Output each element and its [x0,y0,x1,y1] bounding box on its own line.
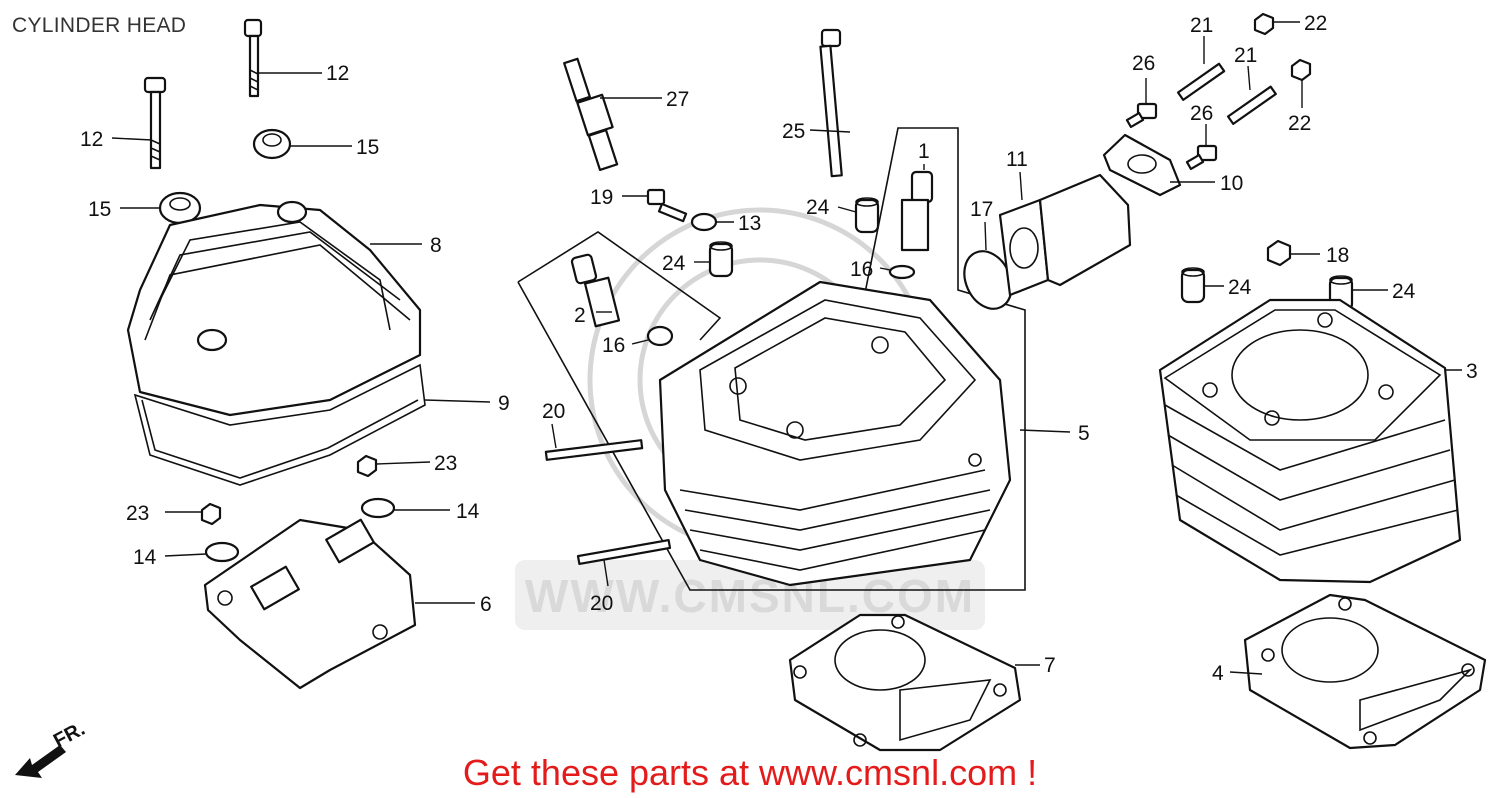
insulator-gasket [1102,133,1182,197]
callout-20: 20 [590,592,613,615]
callout-12: 12 [80,128,103,151]
bolt-19 [646,188,688,223]
callout-14: 14 [456,500,480,523]
cylinder-head-gasket [788,613,1022,752]
callout-12: 12 [326,62,349,85]
stud-20-lower [576,538,672,566]
callout-20: 20 [542,400,565,423]
carburetor-insulator [998,173,1132,297]
washer-14-right [360,497,396,519]
callout-7: 7 [1044,654,1056,677]
nut-23-left [200,502,222,526]
valve-guide-2 [570,253,621,328]
callout-8: 8 [430,234,442,257]
callout-25: 25 [782,120,805,143]
bolt-12-lower [143,76,167,170]
callout-labels: 12 12 15 15 8 9 23 23 14 14 6 27 19 13 2… [80,12,1478,685]
dowel-24-c [1180,267,1206,304]
callout-6: 6 [480,593,492,616]
callout-2: 2 [574,304,586,327]
callout-1: 1 [918,140,930,163]
callout-27: 27 [666,88,689,111]
callout-24: 24 [1392,280,1416,303]
valve-guide-bracket-left [517,231,722,341]
callout-15: 15 [88,198,111,221]
callout-24: 24 [1228,276,1252,299]
callout-4: 4 [1212,662,1224,685]
watermark: WWW.CMSNL.COM [515,207,985,630]
stud-20-upper [544,439,644,461]
callout-16: 16 [602,334,625,357]
callout-26: 26 [1132,52,1155,75]
o-ring-16-left [646,325,674,347]
callout-22: 22 [1288,112,1311,135]
callout-5: 5 [1078,422,1090,445]
cylinder [1158,298,1462,584]
callout-14: 14 [133,546,157,569]
stud-21-lower [1226,85,1277,125]
callout-11: 11 [1006,148,1028,171]
callout-26: 26 [1190,102,1213,125]
nut-22-upper [1253,12,1275,36]
washer-14-left [204,541,240,563]
callout-24: 24 [662,252,686,275]
callout-16: 16 [850,258,873,281]
nut-22-lower [1290,58,1312,82]
washer-13 [690,212,718,232]
callout-19: 19 [590,186,613,209]
grommet-15-upper [252,128,292,160]
callout-24: 24 [806,196,830,219]
callout-22: 22 [1304,12,1327,35]
promo-banner[interactable]: Get these parts at www.cmsnl.com ! [462,752,1038,793]
callout-17: 17 [970,198,993,221]
nut-23-right [356,454,378,478]
callout-23: 23 [434,452,457,475]
callout-21: 21 [1234,44,1257,67]
valve-guide-1 [900,170,934,252]
bolt-26-upper [1125,102,1158,129]
o-ring-16-right [888,264,916,280]
grommet-15-lower [158,191,202,225]
cylinder-head [658,280,1012,587]
stud-21-upper [1176,62,1226,101]
nut-18 [1266,239,1292,267]
callout-3: 3 [1466,360,1478,383]
rocker-arm-holder [203,518,417,690]
callout-13: 13 [738,212,761,235]
diagram-title: CYLINDER HEAD [12,14,187,37]
callout-15: 15 [356,136,379,159]
callout-23: 23 [126,502,149,525]
bolt-26-lower [1185,144,1218,171]
spark-plug [563,57,619,172]
cylinder-head-cover [126,200,422,417]
bolt-25 [819,28,843,178]
leader-lines [111,21,1462,675]
head-cover-gasket [133,363,426,486]
callout-18: 18 [1326,244,1349,267]
watermark-text: WWW.CMSNL.COM [525,570,975,622]
dowel-24-b [854,197,880,234]
callout-21: 21 [1190,14,1213,37]
cylinder-base-gasket [1243,593,1487,750]
callout-9: 9 [498,392,510,415]
callout-10: 10 [1220,172,1243,195]
direction-label: FR. [50,718,89,753]
dowel-24-a [708,241,734,278]
bolt-12-upper [243,18,263,98]
